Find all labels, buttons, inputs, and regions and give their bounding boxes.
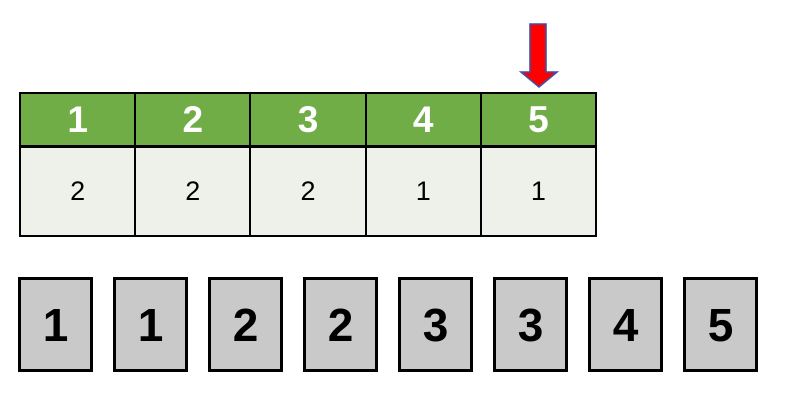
count-table-header-cell: 3	[251, 94, 367, 148]
count-table-count-cell: 2	[21, 148, 137, 235]
count-table-count-row: 2 2 2 1 1	[21, 148, 595, 235]
array-item-box: 1	[113, 277, 188, 372]
array-item-box: 5	[683, 277, 758, 372]
count-table-header-cell: 1	[21, 94, 137, 148]
count-table: 1 2 3 4 5 2 2 2 1 1	[19, 92, 597, 237]
array-item-box: 4	[588, 277, 663, 372]
array-item-box: 3	[493, 277, 568, 372]
array-item-box: 3	[398, 277, 473, 372]
array-item-box: 2	[208, 277, 283, 372]
count-table-header-cell: 5	[481, 94, 596, 148]
count-table-header-cell: 4	[366, 94, 482, 148]
down-arrow-icon	[518, 23, 560, 89]
count-table-count-cell: 2	[136, 148, 252, 235]
array-row: 1 1 2 2 3 3 4 5	[18, 277, 758, 372]
count-table-header-cell: 2	[136, 94, 252, 148]
count-table-count-cell: 1	[367, 148, 482, 235]
array-item-box: 2	[303, 277, 378, 372]
count-table-header-row: 1 2 3 4 5	[21, 94, 596, 148]
count-table-count-cell: 2	[251, 148, 367, 235]
count-table-count-cell: 1	[530, 176, 546, 206]
array-item-box: 1	[18, 277, 93, 372]
